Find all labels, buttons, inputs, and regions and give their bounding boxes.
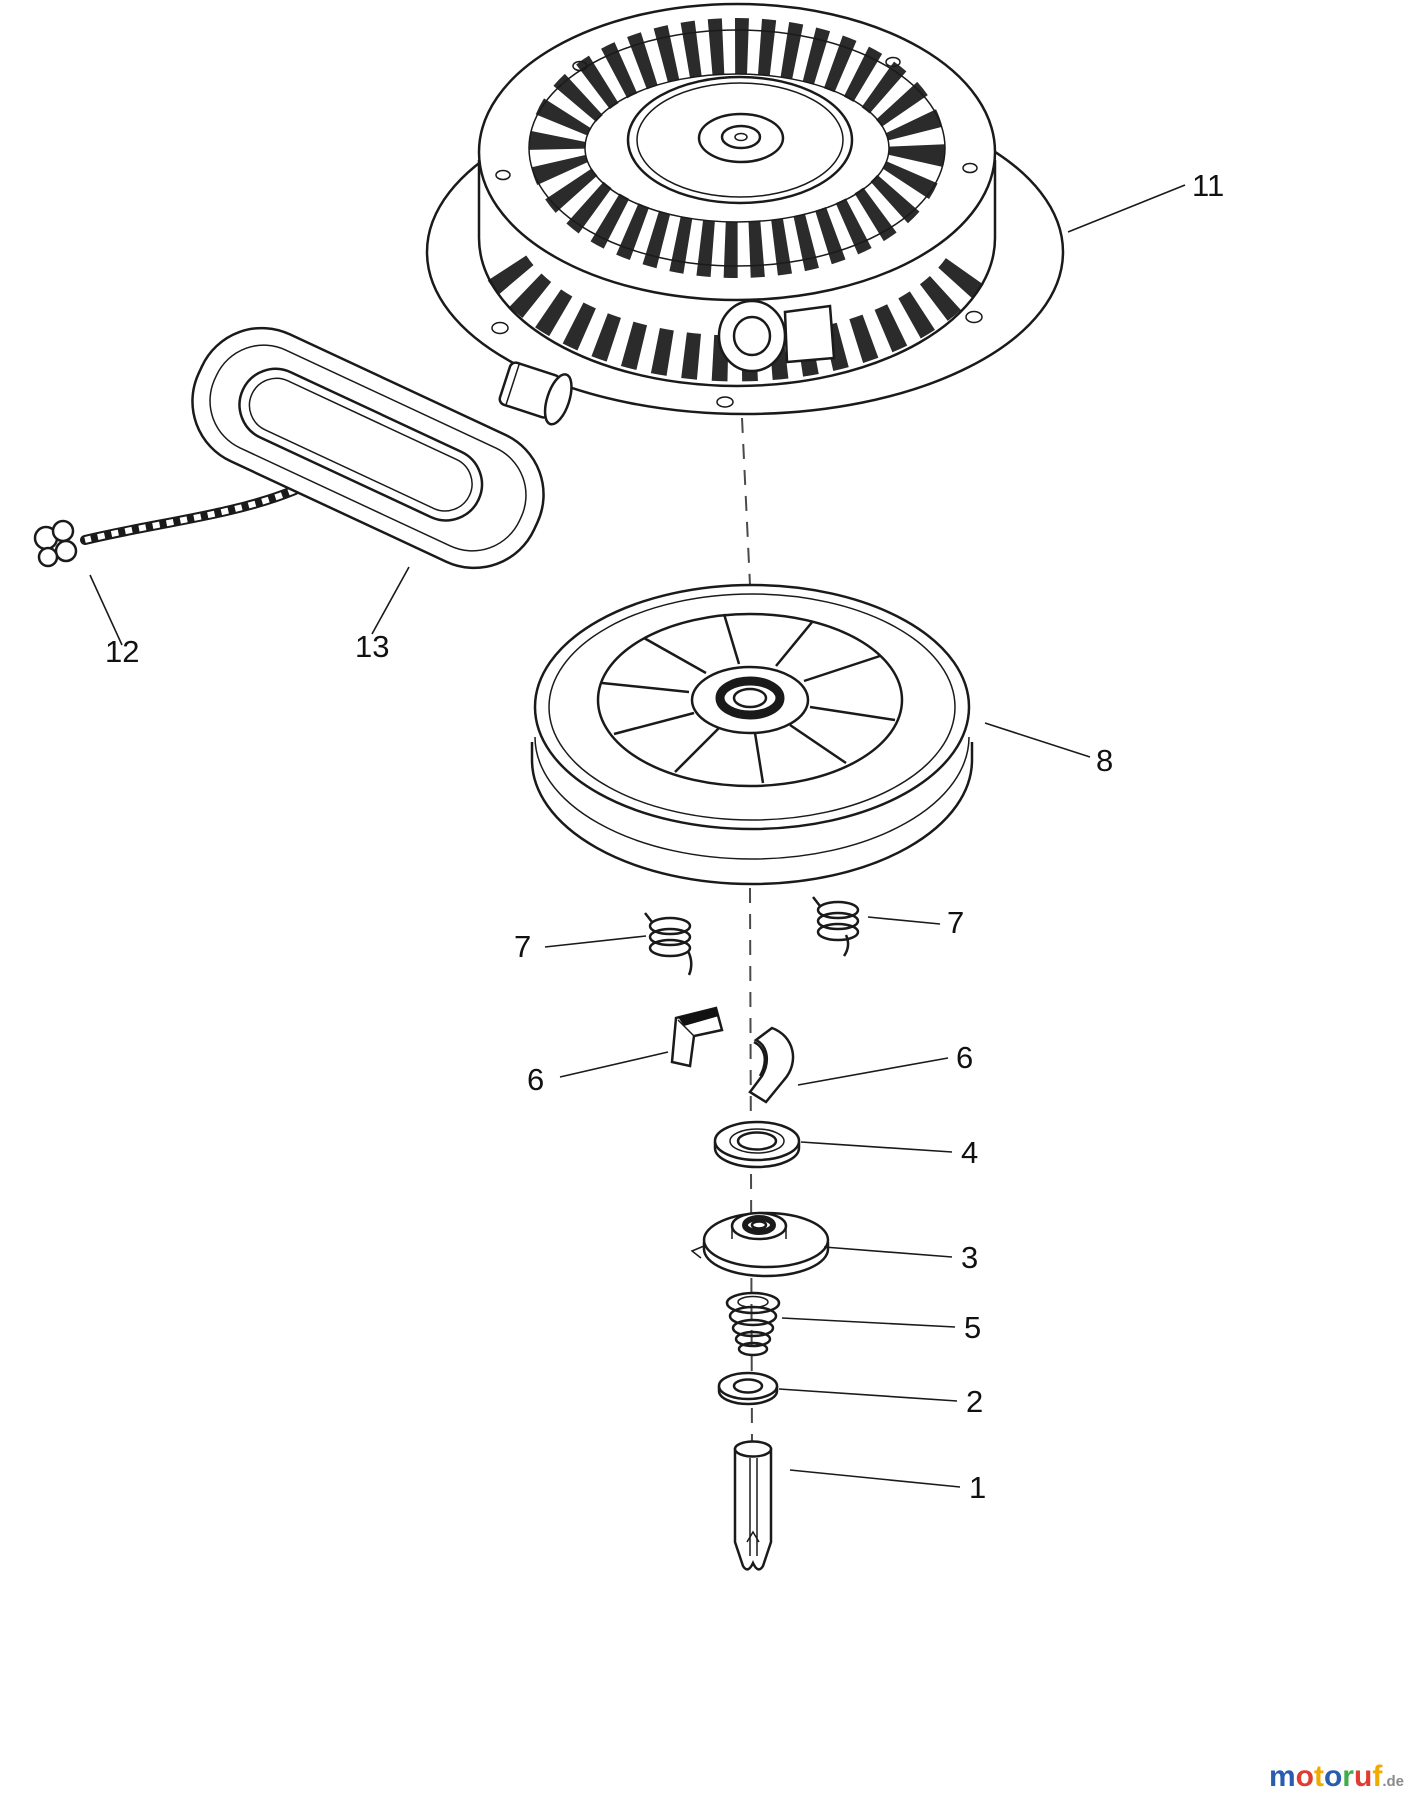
watermark-letter: o bbox=[1295, 1760, 1314, 1793]
leader-6-left bbox=[559, 1051, 669, 1078]
pulley bbox=[530, 583, 974, 886]
rope-line bbox=[80, 485, 300, 545]
pulley-ribs bbox=[601, 613, 896, 784]
pawl-left bbox=[670, 1006, 724, 1068]
callout-6-right: 6 bbox=[956, 1040, 973, 1075]
pawl-left-edge bbox=[678, 1008, 719, 1026]
callout-6-left: 6 bbox=[527, 1062, 544, 1097]
handle-neck bbox=[498, 361, 573, 426]
watermark-letter: t bbox=[1313, 1760, 1324, 1793]
spring-right-hook bbox=[812, 896, 821, 907]
washer-2 bbox=[717, 1371, 779, 1406]
pulley-groove-arc bbox=[534, 736, 970, 860]
pulley-recess bbox=[596, 612, 904, 788]
center-ring-inner bbox=[636, 82, 844, 198]
assembly-centerline bbox=[741, 417, 753, 1449]
spring-left bbox=[644, 912, 693, 976]
callout-3: 3 bbox=[961, 1240, 978, 1275]
watermark-tld: .de bbox=[1382, 1773, 1404, 1790]
leader-13 bbox=[371, 566, 410, 635]
pin-1 bbox=[733, 1440, 773, 1571]
pawl-right-edge bbox=[753, 1040, 767, 1077]
handle-contour bbox=[209, 344, 527, 552]
side-vent-slots bbox=[487, 255, 987, 382]
spring-right bbox=[812, 896, 860, 957]
watermark-word: motoruf bbox=[1269, 1760, 1382, 1793]
drum-side-outline bbox=[477, 160, 997, 388]
rope-knot bbox=[33, 519, 78, 568]
leader-2 bbox=[778, 1388, 958, 1402]
spring-left-hook bbox=[644, 912, 653, 923]
leader-11 bbox=[1067, 184, 1186, 233]
vent-ring-inner bbox=[584, 73, 890, 223]
watermark-letter: f bbox=[1372, 1760, 1383, 1793]
handle-hole bbox=[238, 367, 484, 522]
recoil-housing bbox=[425, 2, 1065, 416]
plate-bolt-hole bbox=[716, 396, 734, 408]
pulley-hub-ring bbox=[715, 676, 785, 720]
top-screw-hole bbox=[572, 60, 588, 72]
watermark-letter: u bbox=[1353, 1760, 1373, 1793]
top-screw-hole bbox=[885, 56, 901, 68]
leader-1 bbox=[789, 1469, 961, 1488]
callout-11: 11 bbox=[1192, 168, 1224, 203]
pawl-right bbox=[748, 1026, 795, 1104]
watermark: motoruf.de bbox=[1269, 1760, 1404, 1794]
callout-5: 5 bbox=[964, 1310, 981, 1345]
callout-7-left: 7 bbox=[514, 929, 531, 964]
plate-bolt-hole bbox=[491, 321, 509, 335]
washer-4 bbox=[713, 1120, 801, 1169]
callout-12: 12 bbox=[105, 634, 139, 669]
leader-8 bbox=[984, 722, 1091, 758]
handle-hole-contour bbox=[248, 377, 473, 512]
watermark-letter: o bbox=[1323, 1760, 1343, 1793]
callout-13: 13 bbox=[355, 629, 389, 664]
callout-4: 4 bbox=[961, 1135, 978, 1170]
center-hub-dot bbox=[734, 132, 748, 142]
plate-bolt-hole bbox=[965, 310, 983, 324]
spring-5 bbox=[725, 1291, 781, 1357]
leader-7-left bbox=[544, 935, 647, 948]
retainer-3 bbox=[690, 1211, 830, 1278]
leader-5 bbox=[781, 1317, 956, 1328]
callout-1: 1 bbox=[969, 1470, 986, 1505]
starter-handle bbox=[191, 326, 573, 570]
watermark-letter: r bbox=[1342, 1760, 1354, 1793]
callout-7-right: 7 bbox=[947, 905, 964, 940]
vent-ring-outer bbox=[528, 29, 946, 267]
top-vent-slots bbox=[529, 18, 945, 278]
top-screw-hole bbox=[962, 162, 978, 174]
callouts: 11 12 13 8 7 7 6 6 4 3 5 2 1 bbox=[105, 168, 1224, 1505]
top-screw-hole bbox=[495, 169, 511, 181]
pulley-rim-contour bbox=[548, 593, 956, 821]
centerline-upper bbox=[741, 417, 751, 586]
center-hub-hole bbox=[720, 124, 762, 150]
leader-6-right bbox=[797, 1057, 949, 1086]
starter-rope bbox=[33, 485, 300, 568]
center-hub bbox=[697, 112, 785, 164]
rope-boss-bracket bbox=[783, 304, 836, 364]
callout-8: 8 bbox=[1096, 743, 1113, 778]
leader-3 bbox=[823, 1246, 953, 1258]
spring-right-tail bbox=[842, 934, 850, 957]
spring-left-tail bbox=[686, 950, 693, 976]
rope-boss bbox=[717, 299, 787, 373]
leader-4 bbox=[800, 1141, 953, 1153]
leader-lines bbox=[89, 184, 1186, 1488]
watermark-letter: m bbox=[1268, 1760, 1296, 1793]
pulley-hub-hole bbox=[732, 687, 768, 709]
leader-7-right bbox=[867, 916, 941, 925]
rope-boss-hole bbox=[732, 315, 772, 357]
callout-2: 2 bbox=[966, 1384, 983, 1419]
leader-12 bbox=[89, 574, 123, 646]
